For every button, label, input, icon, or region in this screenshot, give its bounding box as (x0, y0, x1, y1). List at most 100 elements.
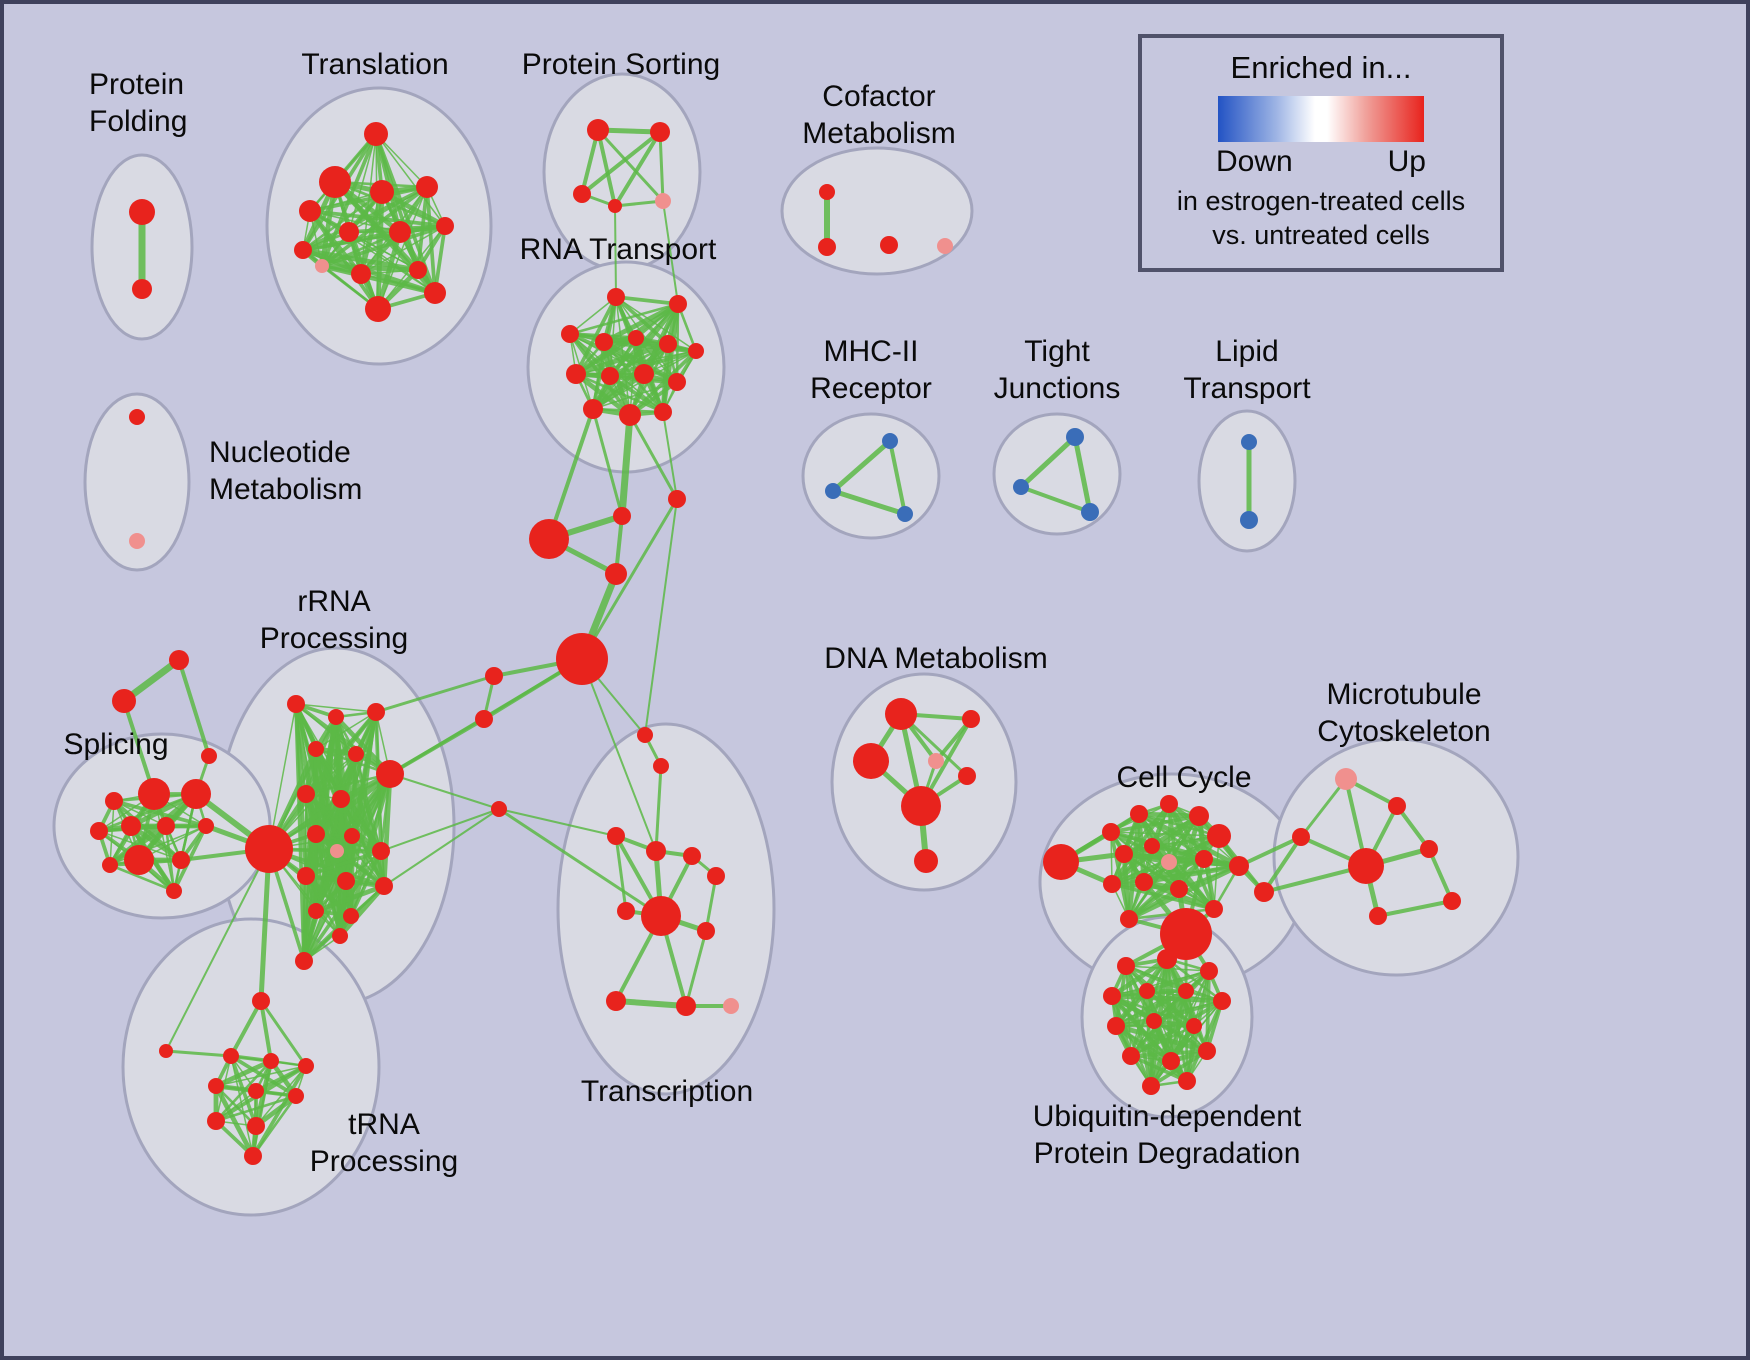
network-node (344, 828, 360, 844)
network-node (723, 998, 739, 1014)
network-node (1066, 428, 1084, 446)
network-node (172, 851, 190, 869)
network-edge (1262, 835, 1303, 894)
network-node (1207, 824, 1231, 848)
network-node (370, 180, 394, 204)
network-edge (596, 128, 665, 203)
network-node (853, 743, 889, 779)
network-edge (425, 185, 437, 295)
network-node (169, 650, 189, 670)
network-node (1443, 892, 1461, 910)
network-node (556, 633, 608, 685)
network-node (1189, 806, 1209, 826)
network-edge (1019, 485, 1092, 514)
network-node (298, 1058, 314, 1074)
network-edge (165, 848, 270, 1052)
network-node (157, 817, 175, 835)
network-node (138, 778, 170, 810)
legend-up-label: Up (1387, 145, 1426, 178)
network-edge (389, 773, 500, 810)
network-node (1135, 873, 1153, 891)
network-edge (258, 846, 272, 1004)
network-node (637, 727, 653, 743)
network-node (1388, 797, 1406, 815)
network-node (90, 822, 108, 840)
network-edge (1213, 835, 1220, 910)
network-node (332, 928, 348, 944)
network-node (1170, 880, 1188, 898)
network-node (208, 1078, 224, 1094)
network-node (297, 867, 315, 885)
network-node (245, 825, 293, 873)
network-node (1107, 1017, 1125, 1035)
network-edge (614, 834, 628, 913)
network-node (297, 785, 315, 803)
cluster-ellipse-nm (83, 392, 191, 572)
network-node (650, 122, 670, 142)
network-edge (1129, 1054, 1189, 1083)
network-node (132, 279, 152, 299)
network-edge (498, 808, 617, 837)
network-edge (433, 224, 447, 295)
network-edge (374, 674, 496, 714)
network-node (129, 199, 155, 225)
legend-gradient-bar (1218, 96, 1424, 142)
network-edge (301, 190, 384, 252)
network-edge (601, 339, 699, 354)
network-edge (888, 439, 907, 516)
network-node (1420, 840, 1438, 858)
network-node (351, 264, 371, 284)
network-node (1043, 844, 1079, 880)
network-edge (251, 1094, 298, 1158)
network-edge (644, 498, 678, 736)
network-node (343, 908, 359, 924)
network-node (607, 827, 625, 845)
network-node (1198, 1042, 1216, 1060)
network-edge (1109, 956, 1170, 999)
cluster-ellipse-dm (830, 672, 1018, 892)
legend-subtitle-line1: in estrogen-treated cells (1176, 186, 1466, 216)
cluster-ellipse-tj (992, 412, 1122, 536)
network-edge (684, 929, 708, 1008)
network-node (339, 222, 359, 242)
network-edge (259, 999, 308, 1068)
network-node (1103, 875, 1121, 893)
network-node (201, 748, 217, 764)
network-edge (305, 753, 357, 795)
network-node (654, 403, 672, 421)
network-node (606, 991, 626, 1011)
network-edge (213, 1058, 274, 1089)
network-node (1160, 795, 1178, 813)
network-node (159, 1044, 173, 1058)
network-node (608, 199, 622, 213)
network-edge (613, 130, 662, 208)
network-edge (304, 849, 383, 878)
network-node (561, 325, 579, 343)
network-node (248, 1083, 264, 1099)
network-node (337, 872, 355, 890)
network-node (121, 816, 141, 836)
network-edge (1018, 434, 1078, 490)
network-edge (574, 336, 638, 376)
network-edge (375, 133, 446, 227)
network-edge (229, 999, 263, 1058)
network-node (659, 335, 677, 353)
network-edge (569, 296, 617, 335)
network-node (223, 1048, 239, 1064)
network-node (247, 1117, 265, 1135)
network-node (307, 825, 325, 843)
network-node (587, 119, 609, 141)
network-node (416, 176, 438, 198)
network-edge (1237, 835, 1303, 868)
legend-range-labels: Down Up (1216, 144, 1426, 180)
network-node (595, 333, 613, 351)
network-node (641, 896, 681, 936)
network-node (367, 703, 385, 721)
cluster-ellipse-mh (801, 412, 941, 540)
network-edge (108, 863, 176, 893)
